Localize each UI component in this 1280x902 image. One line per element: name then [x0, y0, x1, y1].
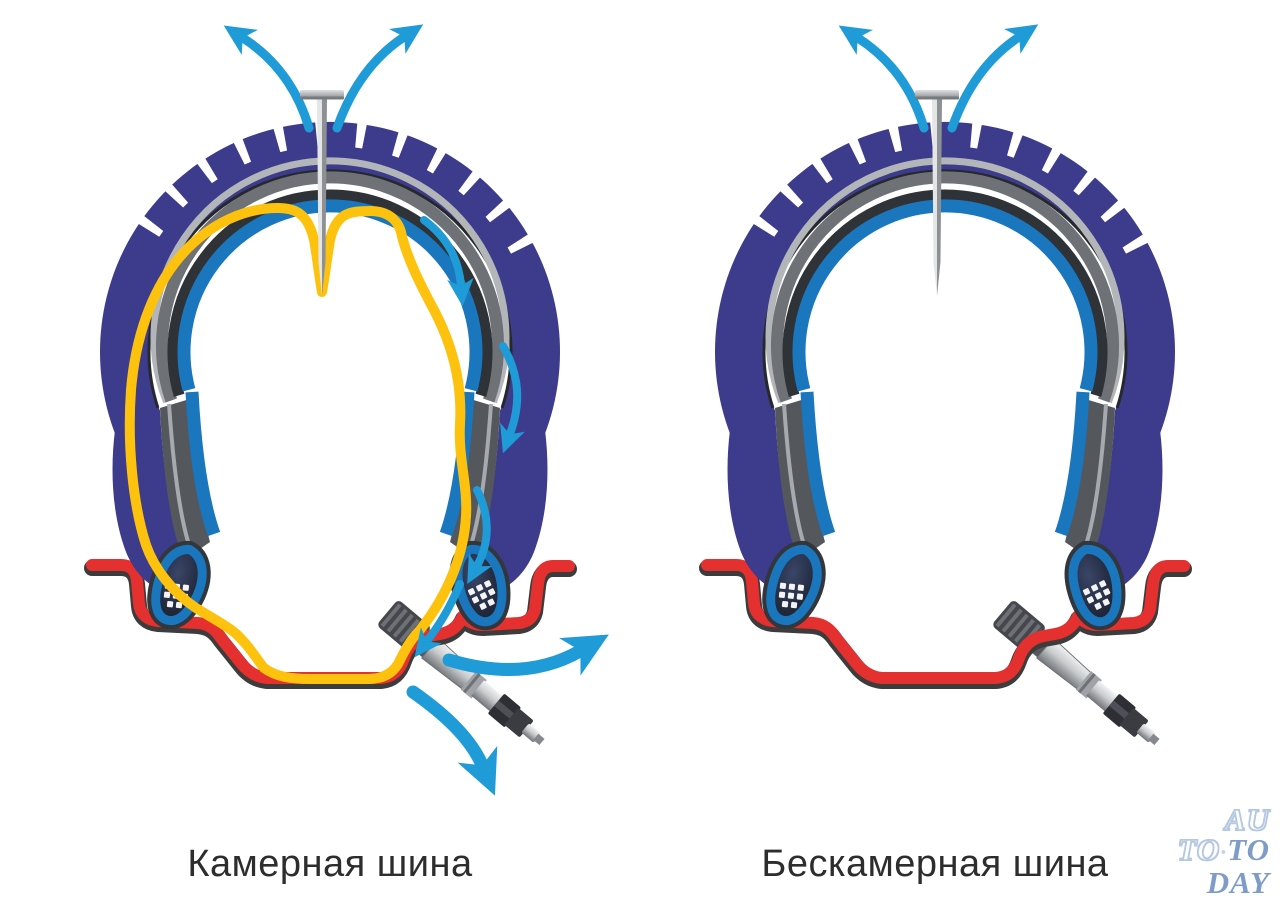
tube-tire-figure — [92, 37, 609, 796]
internal-air-arrows — [414, 216, 525, 658]
watermark-logo: AU TO·TO DAY — [1177, 802, 1270, 900]
air-escape-arrow — [442, 634, 609, 676]
tire-cross-section — [92, 37, 569, 755]
tubeless-tire-figure — [707, 37, 1184, 755]
air-escape-arrow — [406, 685, 498, 796]
air-flow-arrow — [420, 216, 474, 307]
caption-tubeless-tire: Бескамерная шина — [761, 843, 1109, 885]
caption-tube-tire: Камерная шина — [187, 843, 473, 885]
tire-cross-section — [707, 37, 1184, 755]
watermark-line2: TO·TO — [1177, 832, 1270, 867]
valve-leak-arrows — [406, 634, 609, 796]
air-flow-arrow — [467, 486, 493, 584]
watermark-line1: AU — [1224, 802, 1270, 837]
air-flow-arrow — [414, 580, 464, 658]
watermark-line3: DAY — [1206, 865, 1270, 900]
inner-tube-outline — [124, 203, 472, 684]
air-flow-arrow — [499, 342, 525, 454]
